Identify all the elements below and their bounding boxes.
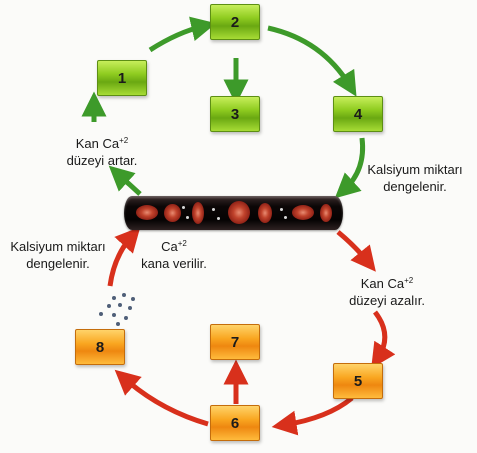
label-ca-kana-verilir: Ca+2 kana verilir. — [141, 239, 207, 271]
blood-cell — [292, 205, 314, 220]
calcium-ion — [131, 297, 135, 301]
arrow-1-to-2 — [148, 16, 217, 53]
step-number: 1 — [117, 69, 127, 87]
blood-cell — [228, 201, 250, 224]
calcium-dot — [284, 216, 287, 219]
calcium-ion — [112, 296, 116, 300]
calcium-ion — [118, 303, 122, 307]
label-kalsiyum-dengelenir-top: Kalsiyum miktarı dengelenir. — [367, 162, 463, 194]
calcium-ion — [122, 293, 126, 297]
step-box-1: 1 — [97, 60, 147, 96]
calcium-ion — [107, 304, 111, 308]
step-number: 2 — [230, 13, 240, 31]
calcium-ion — [112, 313, 116, 317]
label-kan-ca-azalir: Kan Ca+2 düzeyi azalır. — [349, 276, 425, 308]
calcium-ion — [99, 312, 103, 316]
calcium-ion — [128, 306, 132, 310]
step-number: 3 — [230, 105, 240, 123]
blood-vessel — [124, 196, 343, 230]
step-box-2: 2 — [210, 4, 260, 40]
arrow-vessel-to-azalir — [336, 230, 376, 272]
arrow-6-to-8 — [114, 369, 209, 427]
step-box-5: 5 — [333, 363, 383, 399]
blood-cell — [192, 202, 204, 224]
step-box-4: 4 — [333, 96, 383, 132]
step-number: 4 — [353, 105, 363, 123]
calcium-ion — [116, 322, 120, 326]
arrow-vessel-to-artar — [108, 165, 142, 196]
step-box-6: 6 — [210, 405, 260, 441]
arrow-4-to-vessel — [334, 137, 366, 199]
blood-cell — [164, 204, 181, 222]
label-kan-ca-artar: Kan Ca+2 düzeyi artar. — [66, 136, 138, 168]
arrow-ions-to-vessel — [107, 226, 141, 287]
step-number: 6 — [230, 414, 240, 432]
step-number: 5 — [353, 372, 363, 390]
step-box-8: 8 — [75, 329, 125, 365]
blood-cell — [136, 205, 158, 220]
step-number: 7 — [230, 333, 240, 351]
step-box-3: 3 — [210, 96, 260, 132]
calcium-dot — [212, 208, 215, 211]
calcium-ion — [124, 316, 128, 320]
step-box-7: 7 — [210, 324, 260, 360]
arrow-azalir-to-5 — [371, 310, 396, 369]
blood-cell — [258, 203, 272, 223]
label-kalsiyum-dengelenir-left: Kalsiyum miktarı dengelenir. — [10, 239, 106, 271]
arrow-2-to-4 — [267, 25, 357, 97]
blood-cell — [320, 204, 332, 222]
calcium-dot — [186, 216, 189, 219]
calcium-dot — [182, 206, 185, 209]
calcium-dot — [217, 217, 220, 220]
calcium-dot — [280, 208, 283, 211]
step-number: 8 — [95, 338, 105, 356]
arrow-5-to-6 — [271, 396, 354, 436]
